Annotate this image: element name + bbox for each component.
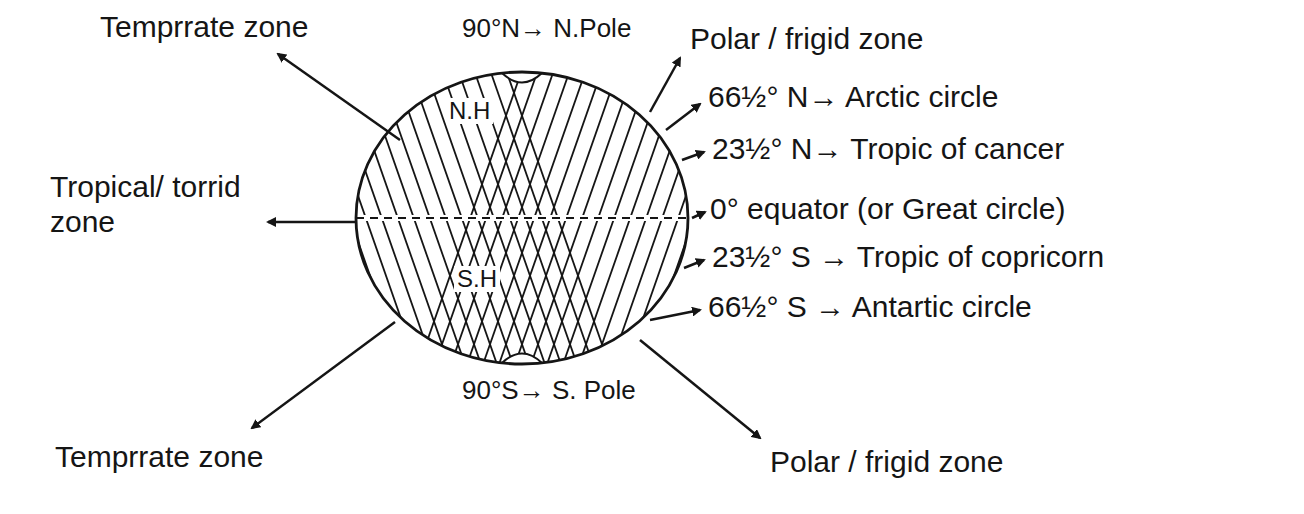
zone-label: Polar / frigid zone: [770, 445, 1003, 480]
earth-ellipse: [354, 70, 690, 366]
hemisphere-label: S.H: [454, 266, 500, 292]
zone-label: 90°N→ N.Pole: [462, 14, 631, 44]
zone-label: 66½° N→ Arctic circle: [708, 80, 998, 115]
zone-label: Temprrate zone: [100, 10, 308, 45]
zone-label: 23½° S → Tropic of copricorn: [712, 240, 1104, 275]
zone-label: 66½° S → Antartic circle: [708, 290, 1032, 325]
zone-label: Polar / frigid zone: [690, 22, 923, 57]
hemisphere-label: N.H: [446, 98, 493, 124]
zone-label: 0° equator (or Great circle): [710, 192, 1065, 227]
zone-label: 23½° N→ Tropic of cancer: [712, 132, 1064, 167]
zone-label: 90°S→ S. Pole: [462, 376, 636, 406]
earth-globe: N.H S.H: [354, 70, 690, 366]
zone-label: Tropical/ torrid zone: [50, 170, 260, 239]
zone-label: Temprrate zone: [55, 440, 263, 475]
